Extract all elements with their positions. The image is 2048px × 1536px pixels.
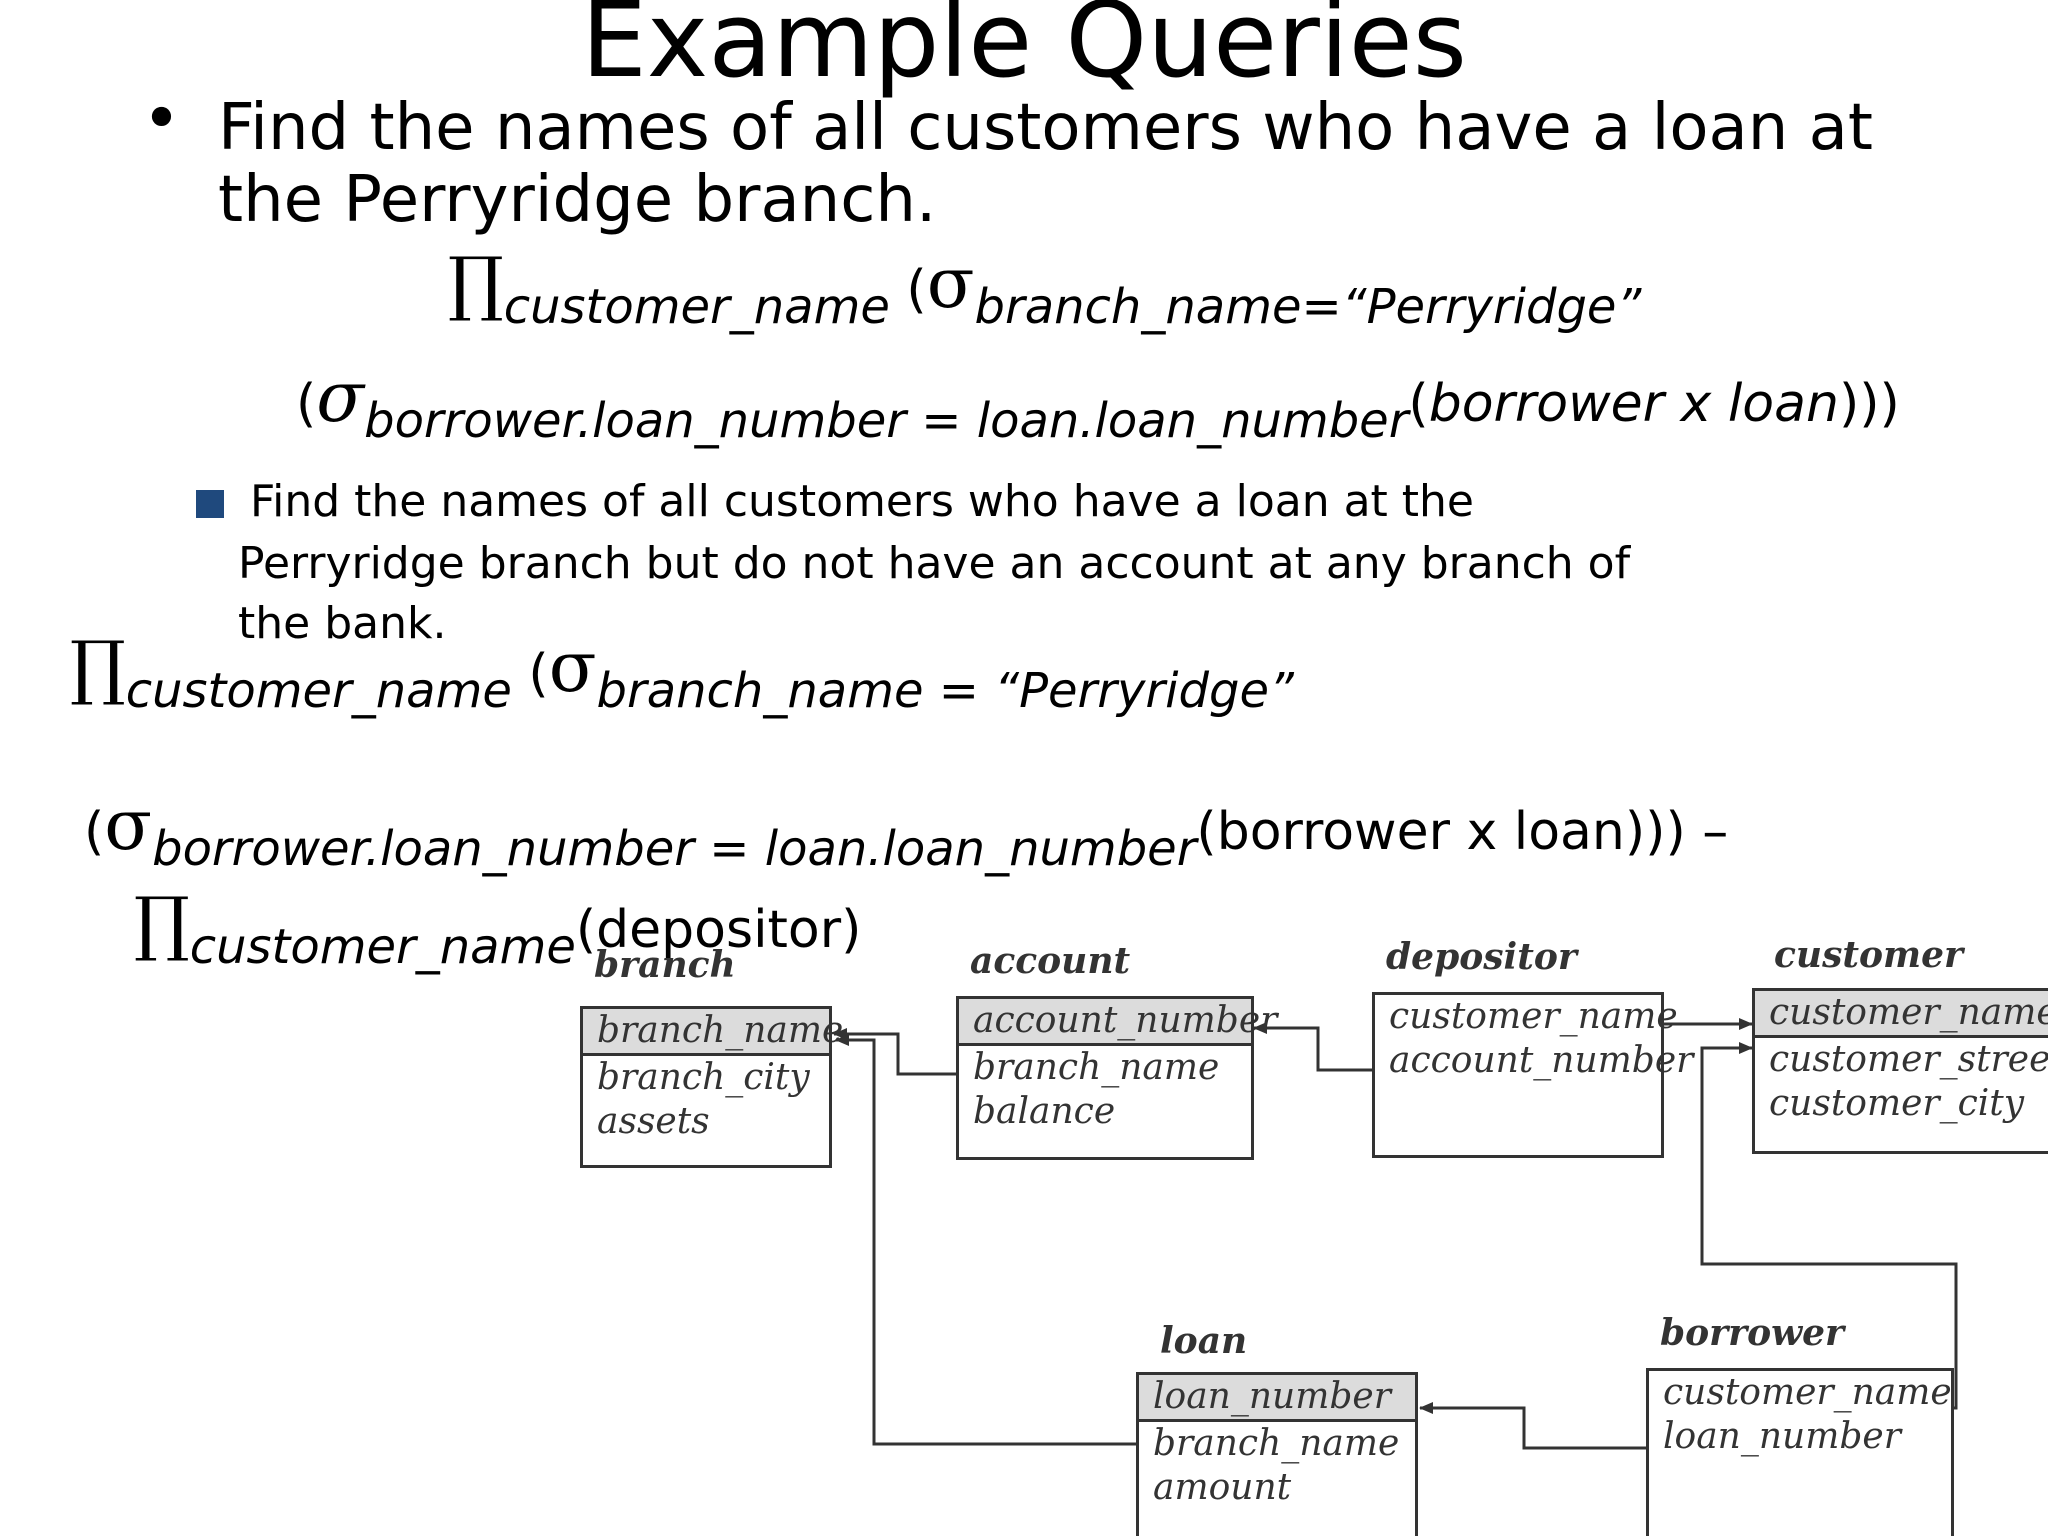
pi-symbol: ∏ [70, 626, 126, 708]
sigma-subscript: branch_name = “Perryridge” [596, 663, 1294, 719]
open-paren: ( [906, 260, 927, 320]
link-borrower-loan [1419, 1402, 1648, 1450]
sigma-subscript: branch_name=“Perryridge” [974, 279, 1642, 335]
depositor-table-title: depositor [1386, 936, 1577, 978]
borrower-table-title: borrower [1660, 1312, 1844, 1354]
branch-table: branch_name branch_city assets [580, 1006, 843, 1168]
borrower-attr: customer_name [1663, 1372, 1952, 1413]
link-account-branch [833, 1028, 958, 1076]
loan-attr: branch_name [1153, 1423, 1400, 1464]
account-table-title: account [970, 940, 1131, 982]
loan-table-title: loan [1160, 1320, 1248, 1362]
link-borrower-customer [1700, 1042, 1958, 1410]
customer-table-title: customer [1774, 934, 1963, 976]
link-depositor-account [1253, 1022, 1372, 1072]
bullet2-line3: the bank. [238, 598, 447, 649]
open-paren: ( [528, 644, 549, 704]
customer-table: customer_name customer_street customer_c… [1752, 988, 2048, 1154]
branch-attr: assets [597, 1101, 710, 1142]
loan-table: loan_number branch_name amount [1136, 1372, 1418, 1536]
query2-line1: ∏customer_name (σbranch_name = “Perryrid… [70, 632, 1294, 715]
account-table: account_number branch_name balance [956, 996, 1277, 1160]
branch-attr: branch_city [597, 1057, 810, 1098]
borrower-table: customer_name loan_number [1646, 1368, 1954, 1536]
open-paren: ( [1408, 374, 1429, 434]
pi-symbol: ∏ [448, 242, 504, 324]
bullet1-line2: the Perryridge branch. [218, 163, 937, 237]
customer-key-attr: customer_name [1755, 991, 2048, 1038]
bullet2-line1: Find the names of all customers who have… [250, 476, 1474, 527]
pi-subscript: customer_name [125, 663, 512, 719]
loan-key-attr: loan_number [1139, 1375, 1415, 1422]
depositor-arg: (depositor) [575, 900, 862, 960]
sigma-symbol: σ [926, 242, 975, 324]
link-loan-branch [835, 1034, 1138, 1446]
relation-product: (borrower x loan))) – [1196, 802, 1729, 862]
bullet-marker: • [142, 80, 181, 157]
slide-title: Example Queries [581, 0, 1467, 101]
query1-line1: ∏customer_name (σbranch_name=“Perryridge… [448, 248, 1641, 331]
query1-line2: (σborrower.loan_number = loan.loan_numbe… [296, 362, 1900, 445]
sigma-symbol: σ [548, 626, 597, 708]
bullet1-line1: Find the names of all customers who have… [218, 91, 1873, 165]
borrower-attr: loan_number [1663, 1416, 1901, 1457]
customer-attr: customer_city [1769, 1083, 2025, 1124]
account-attr: balance [973, 1091, 1116, 1132]
close-parens: ))) [1838, 374, 1900, 434]
sigma-symbol: σ [104, 784, 153, 866]
query2-line3: ∏customer_name(depositor) [134, 888, 861, 971]
square-bullet-icon [196, 490, 224, 518]
branch-table-title: branch [594, 944, 736, 986]
account-key-attr: account_number [959, 999, 1277, 1046]
pi-subscript: customer_name [189, 919, 576, 975]
depositor-attr: account_number [1389, 1040, 1694, 1081]
open-paren: ( [84, 802, 105, 862]
branch-key-attr: branch_name [583, 1009, 843, 1056]
query2-line2: (σborrower.loan_number = loan.loan_numbe… [84, 790, 1728, 873]
customer-attr: customer_street [1769, 1039, 2048, 1080]
depositor-attr: customer_name [1389, 996, 1678, 1037]
pi-symbol: ∏ [134, 882, 190, 964]
sigma-symbol: σ [316, 356, 365, 438]
sigma-subscript: borrower.loan_number = loan.loan_number [364, 393, 1409, 449]
account-attr: branch_name [973, 1047, 1220, 1088]
loan-attr: amount [1153, 1467, 1292, 1508]
open-paren: ( [296, 374, 317, 434]
pi-subscript: customer_name [503, 279, 890, 335]
relation-product: borrower x loan [1428, 374, 1839, 434]
depositor-table: customer_name account_number [1372, 992, 1694, 1158]
sigma-subscript: borrower.loan_number = loan.loan_number [152, 821, 1197, 877]
bullet2-line2: Perryridge branch but do not have an acc… [238, 538, 1631, 589]
